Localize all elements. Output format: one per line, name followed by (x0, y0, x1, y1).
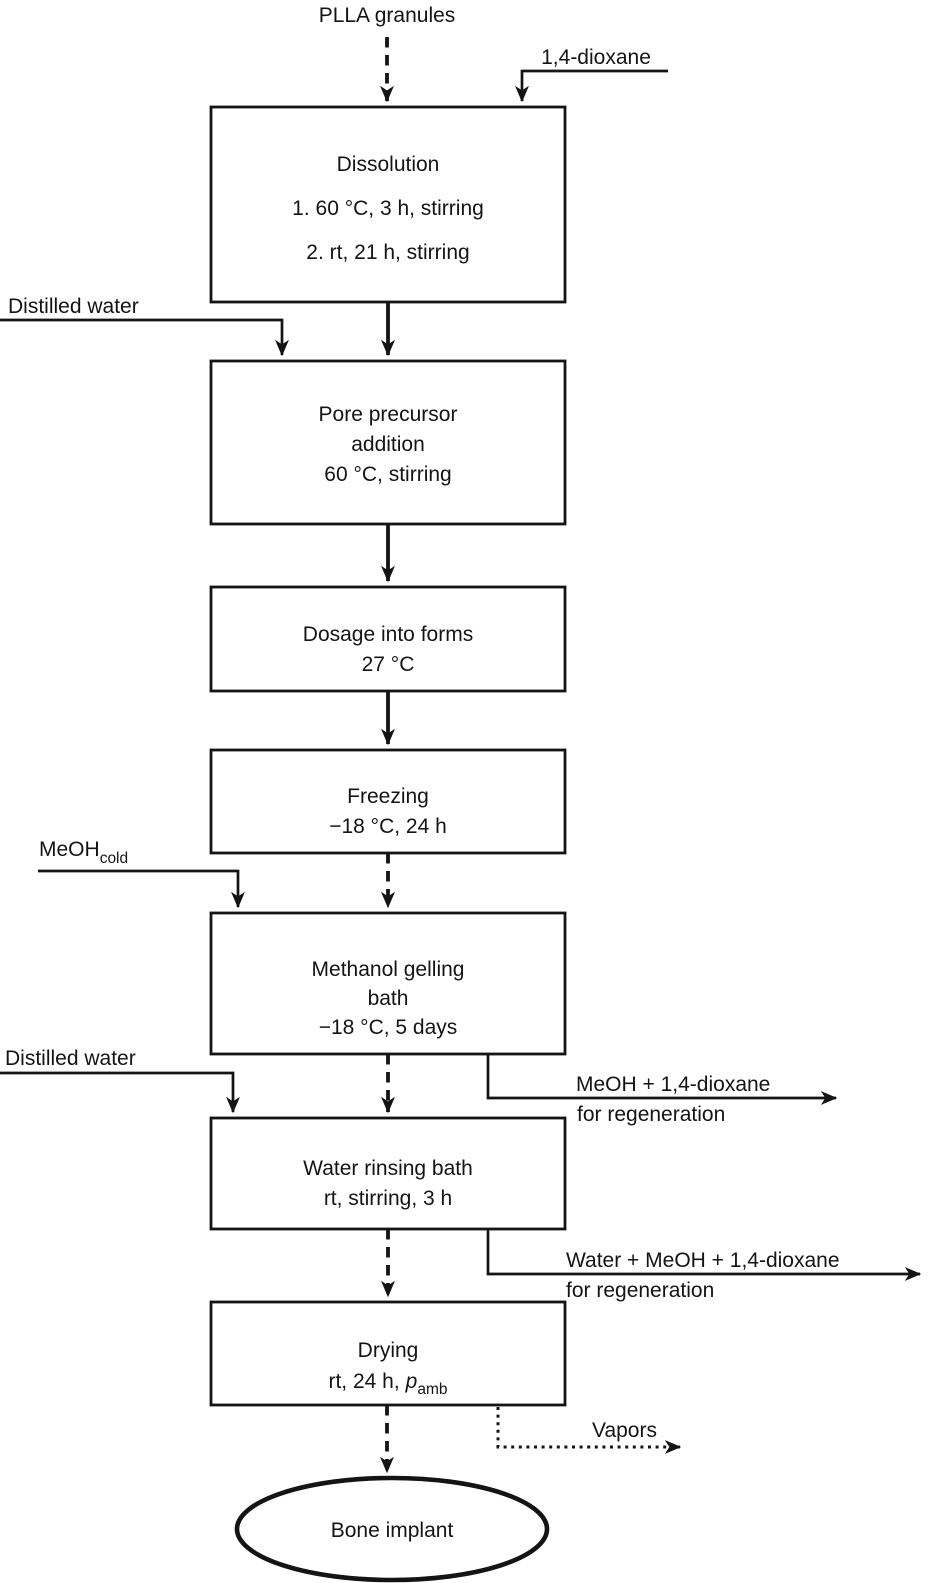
box-methanol-bath-line2: bath (368, 987, 409, 1010)
box-dosage-line2: 27 °C (362, 653, 415, 676)
arrow-meoh-dioxane-output (486, 1054, 838, 1105)
input-meoh-label: MeOHcold (39, 838, 128, 867)
box-pore-precursor-line2: addition (351, 433, 425, 456)
box-water-rinse-line2: rt, stirring, 3 h (324, 1187, 452, 1210)
terminal-bone-implant-label: Bone implant (331, 1519, 454, 1542)
output-water-meoh-line2: for regeneration (566, 1279, 714, 1302)
output-water-meoh-line1: Water + MeOH + 1,4-dioxane (566, 1249, 840, 1272)
arrow-water-meoh-output (486, 1229, 922, 1281)
box-drying-line2-main: rt, 24 h, (328, 1370, 399, 1393)
box-water-rinse (209, 1116, 567, 1231)
box-dosage-title: Dosage into forms (303, 623, 473, 646)
box-pore-precursor-title: Pore precursor (319, 403, 458, 426)
input-dioxane-label: 1,4-dioxane (541, 46, 651, 69)
box-water-rinse-title: Water rinsing bath (303, 1157, 473, 1180)
arrow-meoh-input (38, 869, 245, 909)
output-vapors-label: Vapors (592, 1419, 657, 1442)
terminal-bone-implant (234, 1475, 550, 1583)
box-dissolution-line3: 2. rt, 21 h, stirring (306, 241, 469, 264)
box-drying-title: Drying (358, 1339, 419, 1362)
box-dissolution-title: Dissolution (337, 153, 440, 176)
box-drying-pressure-symbol: p (405, 1370, 418, 1393)
box-freezing-line2: −18 °C, 24 h (329, 815, 447, 838)
box-freezing-title: Freezing (347, 785, 429, 808)
arrow-vapors-output (496, 1407, 682, 1454)
arrow-distilled-water-2-input (0, 1071, 240, 1114)
box-pore-precursor-line3: 60 °C, stirring (324, 463, 451, 486)
box-drying (209, 1300, 567, 1407)
output-meoh-dioxane-line1: MeOH + 1,4-dioxane (576, 1073, 770, 1096)
input-meoh-subscript: cold (100, 850, 128, 867)
output-meoh-dioxane-line2: for regeneration (577, 1103, 725, 1126)
box-dissolution (209, 105, 567, 304)
input-distilled-water-1-label: Distilled water (8, 295, 139, 318)
box-methanol-bath-title: Methanol gelling (312, 958, 465, 981)
box-dissolution-line2: 1. 60 °C, 3 h, stirring (292, 197, 484, 220)
box-drying-pressure-subscript: amb (417, 1381, 447, 1398)
box-methanol-bath-line3: −18 °C, 5 days (319, 1016, 458, 1039)
box-drying-line2: rt, 24 h, pamb (328, 1370, 447, 1398)
box-pore-precursor (209, 359, 567, 526)
arrow-distilled-water-1-input (0, 318, 289, 357)
box-methanol-bath (209, 911, 567, 1056)
box-dosage (209, 585, 567, 693)
arrow-dioxane-input (515, 69, 668, 103)
input-distilled-water-2-label: Distilled water (5, 1047, 136, 1070)
start-label: PLLA granules (319, 4, 456, 27)
input-meoh-main: MeOH (39, 838, 100, 861)
